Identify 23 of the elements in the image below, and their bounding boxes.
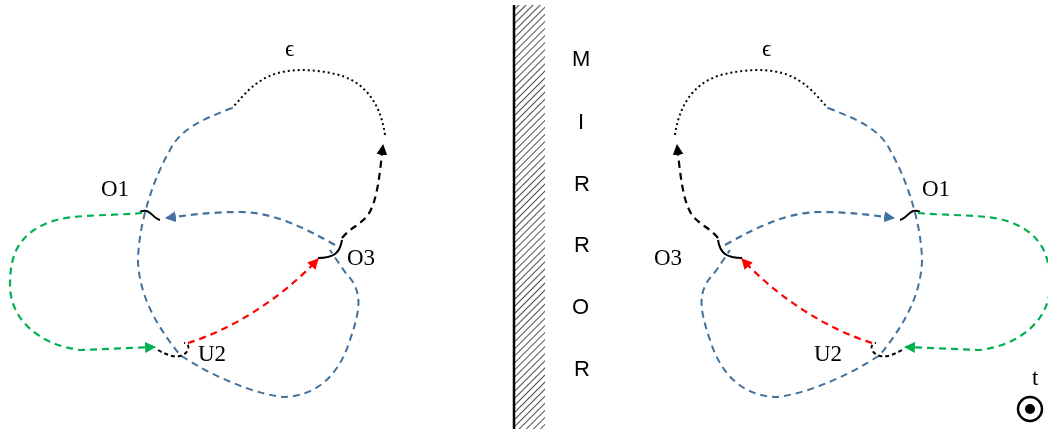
mirror-letter: M [572, 48, 591, 70]
point-label: U2 [198, 342, 227, 365]
arrow [187, 258, 319, 345]
point-label: O3 [654, 246, 683, 269]
axis-label: t [1032, 366, 1039, 389]
arrow [724, 210, 896, 246]
point-label: U2 [814, 342, 843, 365]
arrow [8, 211, 157, 353]
mirror-letter: R [574, 358, 590, 380]
point-label: O1 [101, 177, 130, 200]
arrow [903, 211, 1048, 353]
mirror-letter: I [578, 111, 585, 133]
point-label: ϵ [285, 37, 295, 60]
mirror-letter: R [574, 234, 590, 256]
mirror-letter: R [574, 173, 590, 195]
arrow [164, 210, 336, 246]
point-label: ϵ [762, 37, 772, 60]
arrow [741, 258, 873, 345]
point-label: O1 [922, 177, 951, 200]
point-label: O3 [347, 246, 376, 269]
arrow [672, 143, 719, 239]
arrow [341, 143, 388, 239]
mirror-letter: O [572, 296, 590, 318]
